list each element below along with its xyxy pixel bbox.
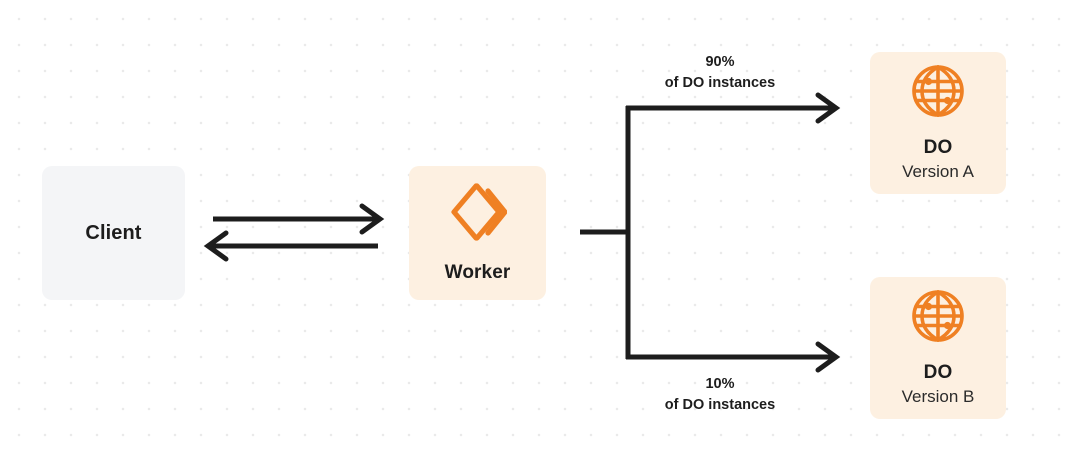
node-do-b-title: DO [923, 362, 953, 384]
branch-trunk [580, 106, 631, 359]
node-client-label: Client [85, 221, 142, 244]
edge-label-do-b-text: of DO instances [664, 397, 776, 414]
node-do-a-title: DO [923, 137, 953, 159]
node-do-b-subtitle: Version B [901, 387, 975, 407]
node-client[interactable]: Client [42, 166, 185, 300]
durable-object-globe-icon [910, 63, 966, 124]
durable-object-globe-icon [910, 288, 966, 349]
edge-label-do-a: 90% of DO instances [627, 52, 813, 94]
node-do-version-b[interactable]: DO Version B [870, 277, 1006, 419]
edge-label-do-a-percent: 90% [705, 54, 735, 70]
node-worker[interactable]: Worker [409, 166, 546, 300]
edge-label-do-a-text: of DO instances [664, 75, 776, 92]
node-worker-label: Worker [444, 262, 511, 284]
cloudflare-workers-icon [449, 182, 508, 247]
edge-label-do-b-percent: 10% [705, 376, 735, 392]
arrow-worker-to-client [203, 230, 378, 262]
node-do-a-subtitle: Version A [902, 162, 974, 182]
arrow-worker-to-do-b [626, 341, 841, 373]
edge-label-do-b: 10% of DO instances [627, 374, 813, 416]
arrow-worker-to-do-a [626, 92, 841, 124]
node-do-version-a[interactable]: DO Version A [870, 52, 1006, 194]
arrow-client-to-worker [213, 203, 385, 235]
